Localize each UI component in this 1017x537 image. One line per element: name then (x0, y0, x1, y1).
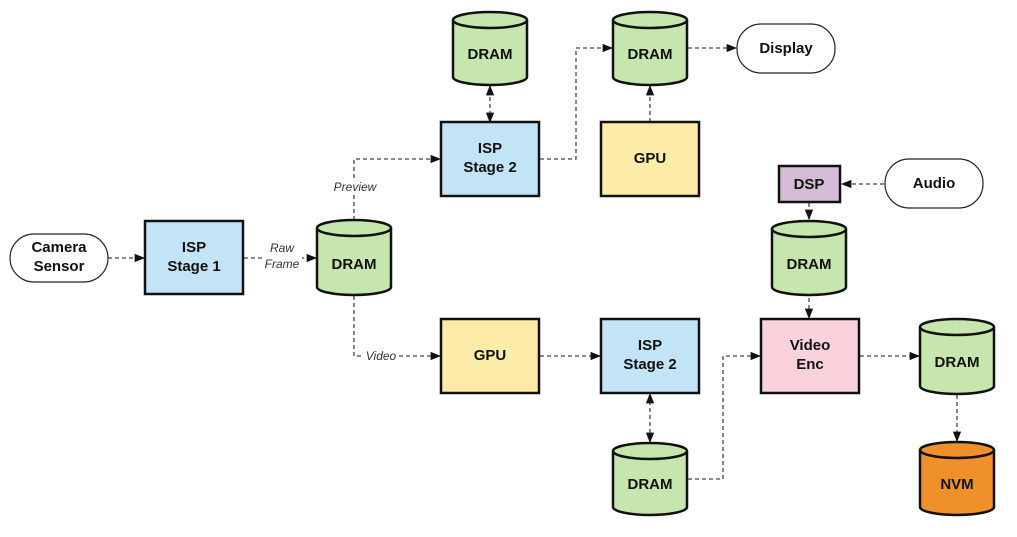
node-label: NVM (940, 476, 973, 493)
edges (108, 43, 962, 480)
node-label: ISP (478, 140, 502, 157)
node-label: Video (790, 337, 831, 354)
node-label: ISP (182, 239, 206, 256)
node-label: DRAM (628, 476, 673, 493)
node-label: DRAM (468, 46, 513, 63)
node-label: GPU (474, 347, 507, 364)
edge-labels: Raw Frame Preview Video (262, 179, 399, 364)
node-camera-sensor[interactable]: Camera Sensor (9, 233, 109, 283)
node-dram-display[interactable]: DRAM (611, 10, 689, 87)
node-label: DRAM (628, 46, 673, 63)
node-display[interactable]: Display (736, 23, 836, 74)
node-video-enc[interactable]: Video Enc (759, 317, 861, 395)
node-label: Stage 2 (463, 159, 516, 176)
edge-label-frame: Frame (265, 257, 300, 271)
node-dram-enc[interactable]: DRAM (918, 317, 996, 396)
node-dram-isp2-bottom[interactable]: DRAM (611, 441, 689, 517)
node-isp-stage-2-top[interactable]: ISP Stage 2 (439, 120, 541, 198)
node-label: Camera (31, 239, 87, 256)
node-label: Stage 1 (167, 258, 220, 275)
node-label: DRAM (332, 256, 377, 273)
edge-dram-to-gpu-bottom-video (353, 296, 442, 361)
edge-label-video: Video (366, 349, 397, 363)
node-gpu-top[interactable]: GPU (599, 120, 701, 198)
node-isp-stage-2-bottom[interactable]: ISP Stage 2 (599, 317, 701, 395)
edge-isp2-top-to-dram-display (540, 43, 614, 160)
node-label: Enc (796, 356, 824, 373)
edge-label-preview: Preview (334, 180, 378, 194)
node-dram-audio[interactable]: DRAM (770, 219, 848, 297)
node-label: Sensor (34, 258, 85, 275)
node-dram-isp2-top[interactable]: DRAM (451, 10, 529, 87)
node-label: Display (759, 40, 813, 57)
node-label: ISP (638, 337, 662, 354)
node-gpu-bottom[interactable]: GPU (439, 317, 541, 395)
node-label: GPU (634, 150, 667, 167)
edge-label-raw: Raw (270, 241, 295, 255)
node-dram-main[interactable]: DRAM (315, 218, 393, 297)
node-label: Stage 2 (623, 356, 676, 373)
node-label: DRAM (935, 354, 980, 371)
node-nvm[interactable]: NVM (918, 440, 996, 517)
edge-dram-isp2-bottom-to-video-enc (688, 351, 762, 480)
node-label: DRAM (787, 256, 832, 273)
node-dsp[interactable]: DSP (777, 164, 842, 204)
node-isp-stage-1[interactable]: ISP Stage 1 (143, 219, 245, 296)
node-label: DSP (794, 176, 825, 193)
node-label: Audio (913, 175, 956, 192)
node-audio[interactable]: Audio (884, 158, 984, 209)
